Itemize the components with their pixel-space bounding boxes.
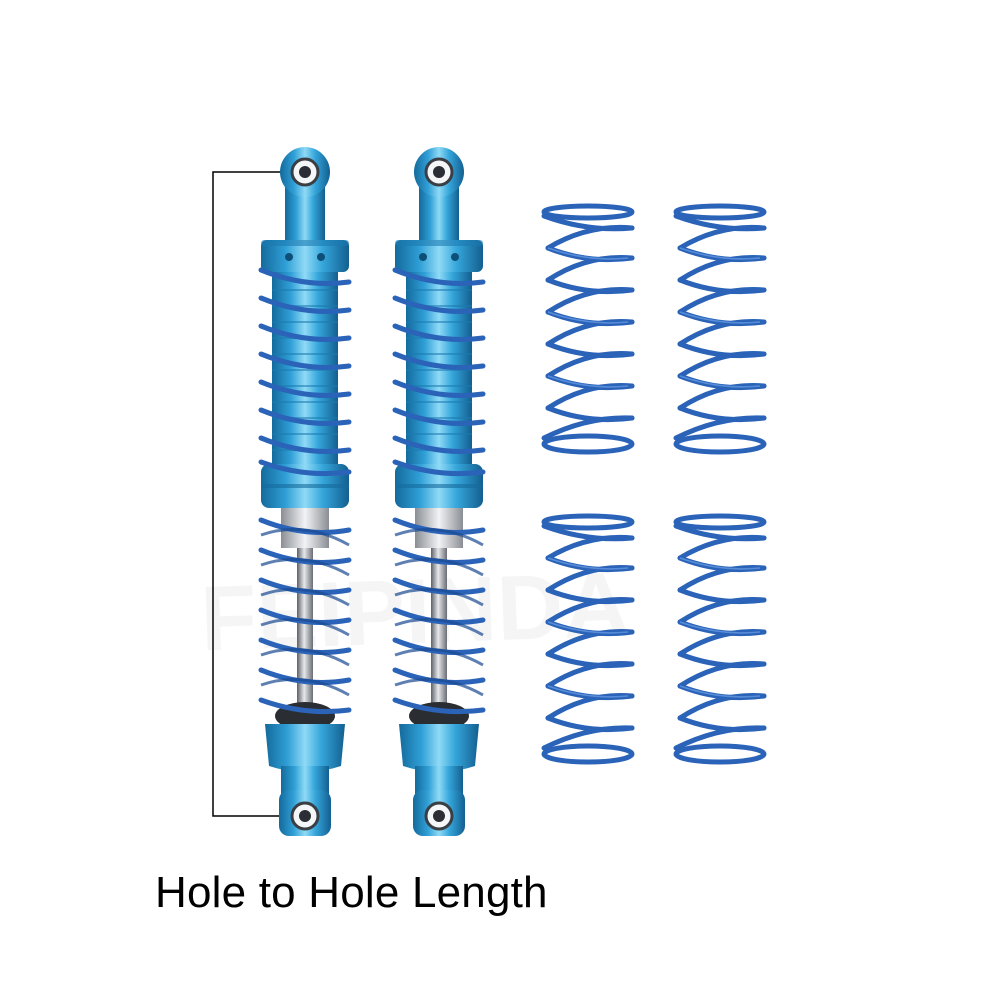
spare-spring-2 xyxy=(676,206,764,452)
shock-absorber-1 xyxy=(261,145,349,838)
shock-absorber-2 xyxy=(395,145,483,838)
spare-spring-1 xyxy=(544,206,632,452)
spare-spring-4 xyxy=(676,516,764,762)
caption-hole-to-hole-length: Hole to Hole Length xyxy=(155,868,548,917)
